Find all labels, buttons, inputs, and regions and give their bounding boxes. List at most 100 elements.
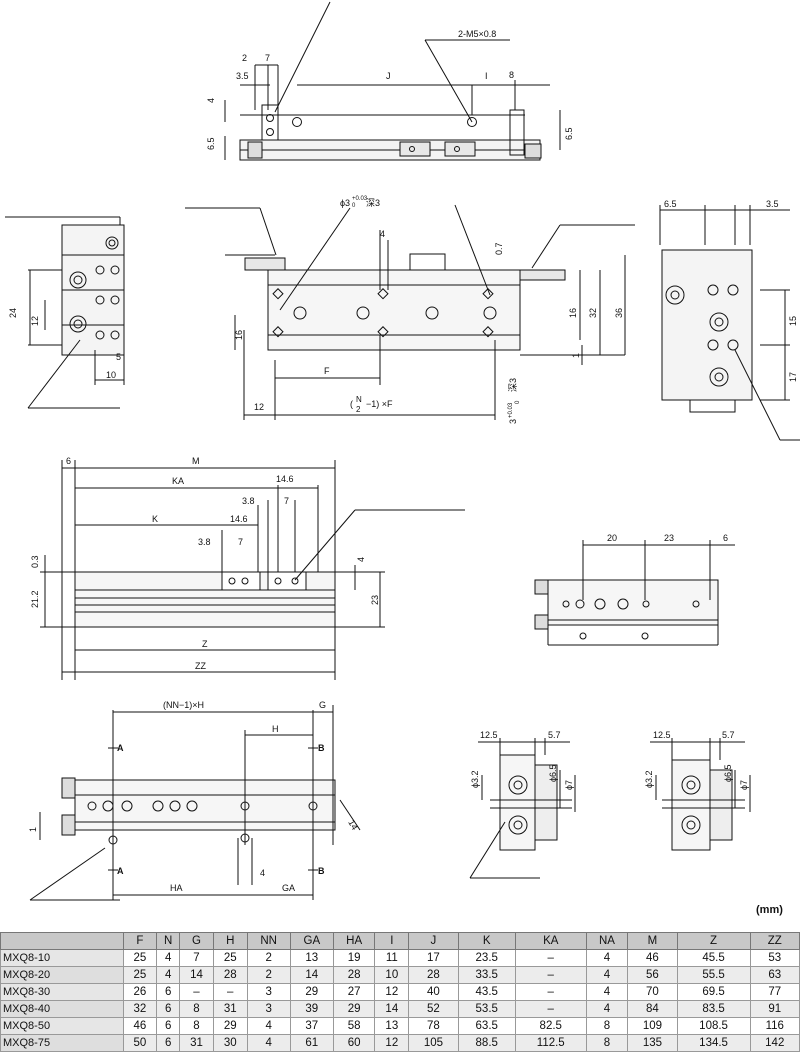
- dim-label: 0.7: [494, 242, 504, 255]
- hole-marker: [709, 367, 729, 387]
- table-cell: 8: [585, 1034, 629, 1052]
- dim-label: 6: [66, 456, 71, 466]
- screw-marker: [105, 236, 119, 250]
- section-view-2-labels: 12.5 5.7 ϕ3.2 ϕ6.5 ϕ7: [644, 730, 749, 790]
- table-header-cell: F: [122, 932, 158, 950]
- dim-label: ϕ6.5: [548, 764, 558, 782]
- dim-label: 4: [356, 557, 366, 562]
- table-cell: 52: [408, 1000, 459, 1018]
- table-header-cell: N: [156, 932, 181, 950]
- dim-label: 6.5: [564, 127, 574, 140]
- hole-marker: [266, 128, 274, 136]
- dim-label: 23: [664, 533, 674, 543]
- table-header-cell: GA: [289, 932, 334, 950]
- dim-label: 7: [238, 537, 243, 547]
- table-cell: 116: [749, 1017, 800, 1035]
- table-cell: 6: [156, 1017, 181, 1035]
- dim-label: G: [319, 700, 326, 710]
- dim-label: 7: [284, 496, 289, 506]
- table-cell: –: [179, 983, 214, 1001]
- table-header-cell: NA: [585, 932, 629, 950]
- table-header-cell: I: [374, 932, 410, 950]
- section-label: A: [117, 743, 124, 753]
- table-cell: 4: [585, 966, 629, 984]
- hole-label: ϕ3: [340, 198, 350, 208]
- table-cell: 37: [289, 1017, 334, 1035]
- dim-label: 16: [234, 330, 244, 340]
- table-cell: –: [212, 983, 248, 1001]
- dim-label: 6.5: [206, 137, 216, 150]
- table-cell: 7: [179, 949, 214, 967]
- table-cell: 8: [179, 1017, 214, 1035]
- dim-label: 8: [509, 70, 514, 80]
- table-cell: 45.5: [676, 949, 751, 967]
- table-header-cell: KA: [514, 932, 587, 950]
- bottom-view-labels: (NN−1)×H G H A B 1 14 A B 4 HA GA: [28, 700, 360, 893]
- table-cell: 29: [289, 983, 334, 1001]
- table-cell: 12: [374, 983, 410, 1001]
- dim-label: M: [192, 456, 200, 466]
- table-cell: 4: [246, 1017, 291, 1035]
- front-view-labels: ϕ3 +0.03 0 深3 4 0.7 16 32 36 16 1 F 12 (…: [234, 196, 624, 424]
- table-cell: 32: [122, 1000, 158, 1018]
- hole-marker: [409, 146, 415, 152]
- table-header-cell: G: [179, 932, 214, 950]
- dim-label: K: [152, 514, 158, 524]
- port-marker: [425, 306, 439, 320]
- table-cell: 8: [179, 1000, 214, 1018]
- table-cell: 4: [156, 966, 181, 984]
- dim-label: 12.5: [480, 730, 498, 740]
- section-view-1: [469, 738, 576, 879]
- dim-label: ϕ6.5: [723, 764, 733, 782]
- table-header-cell: J: [408, 932, 459, 950]
- section-view-1-labels: 12.5 5.7 ϕ3.2 ϕ6.5 ϕ7: [470, 730, 574, 790]
- dim-label: 0.3: [30, 555, 40, 568]
- table-cell: 17: [408, 949, 459, 967]
- section-view-2: [650, 738, 751, 851]
- svg-text:深3: 深3: [508, 378, 518, 392]
- dim-label: 4: [206, 98, 216, 103]
- table-cell: 112.5: [514, 1034, 587, 1052]
- table-cell: 58: [332, 1017, 376, 1035]
- table-cell: 28: [408, 966, 459, 984]
- table-cell: 78: [408, 1017, 459, 1035]
- table-cell: 105: [408, 1034, 459, 1052]
- table-cell: 25: [212, 949, 248, 967]
- table-cell: 56: [627, 966, 678, 984]
- model-cell: MXQ8-40: [0, 1000, 124, 1018]
- table-cell: 28: [212, 966, 248, 984]
- table-header-cell: H: [212, 932, 248, 950]
- formula-label: (NN−1)×H: [163, 700, 204, 710]
- screw-marker: [665, 285, 685, 305]
- dim-label: 5: [116, 352, 121, 362]
- hole-marker: [454, 146, 460, 152]
- table-cell: 63: [749, 966, 800, 984]
- dim-label: 21.2: [30, 590, 40, 608]
- table-cell: 6: [156, 983, 181, 1001]
- table-cell: 31: [212, 1000, 248, 1018]
- dim-label: 16: [568, 308, 578, 318]
- table-cell: 14: [289, 966, 334, 984]
- front-view: [185, 204, 635, 420]
- small-view: [534, 540, 735, 646]
- dim-label: 3.5: [236, 71, 249, 81]
- port-marker: [356, 306, 370, 320]
- top-view: [224, 1, 561, 161]
- table-cell: 88.5: [457, 1034, 516, 1052]
- svg-text:0: 0: [515, 400, 521, 404]
- table-cell: –: [514, 1000, 587, 1018]
- dim-label: 23: [370, 595, 380, 605]
- dim-label: 14: [346, 818, 360, 832]
- table-cell: 83.5: [676, 1000, 751, 1018]
- table-cell: 29: [332, 1000, 376, 1018]
- left-end-view: [5, 216, 125, 409]
- table-cell: 63.5: [457, 1017, 516, 1035]
- hole-marker: [69, 315, 87, 333]
- dim-label: ϕ3.2: [644, 770, 654, 788]
- hole-marker: [266, 114, 274, 122]
